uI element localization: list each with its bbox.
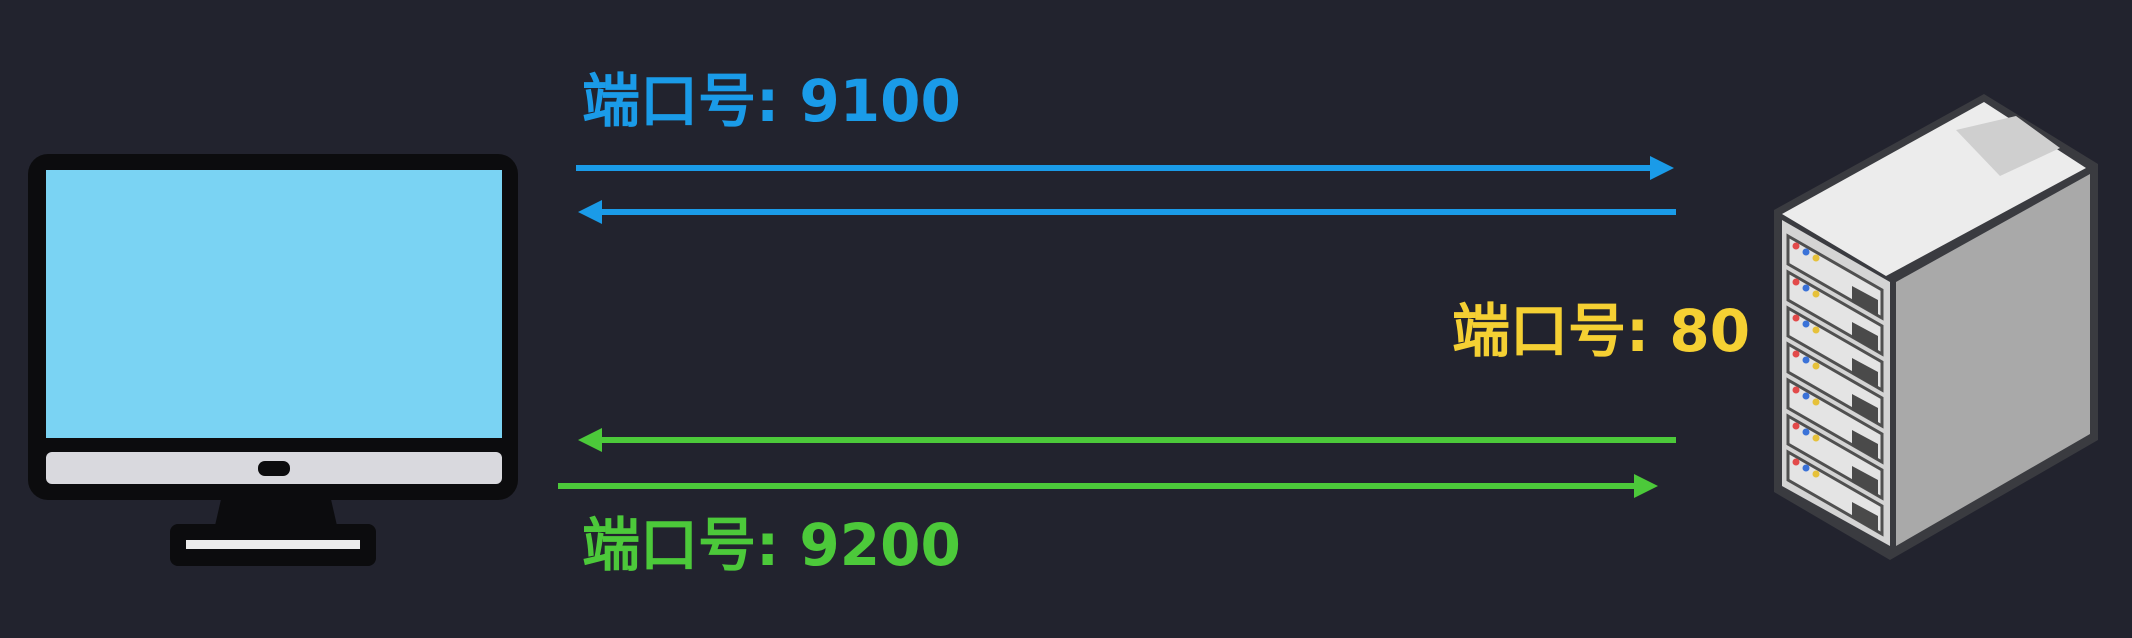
arrow-green-to-server (558, 474, 1658, 498)
arrow-blue-to-server (576, 156, 1674, 180)
server-drive-bay (1786, 341, 1884, 429)
client-port-9200-label: 端口号: 9200 (582, 511, 961, 579)
server-drive-bay (1786, 449, 1884, 537)
arrow-green-to-client (578, 428, 1676, 452)
server-drive-bay (1786, 269, 1884, 357)
monitor-screen (46, 170, 502, 438)
monitor-logo-button (258, 461, 290, 476)
client-port-9100-label: 端口号: 9100 (582, 67, 961, 135)
server-drive-bay (1786, 377, 1884, 465)
monitor-stand (214, 495, 338, 530)
monitor-base-highlight (186, 540, 360, 549)
monitor-icon (28, 154, 518, 566)
server-drive-bay (1786, 305, 1884, 393)
server-tower-icon (1774, 94, 2098, 560)
arrow-blue-to-client (578, 200, 1676, 224)
server-drive-bay (1786, 233, 1884, 321)
server-top-panel (1956, 116, 2060, 176)
server-side-face (1896, 174, 2090, 546)
server-drive-bay (1786, 413, 1884, 501)
server-port-80-label: 端口号: 80 (1452, 297, 1751, 365)
